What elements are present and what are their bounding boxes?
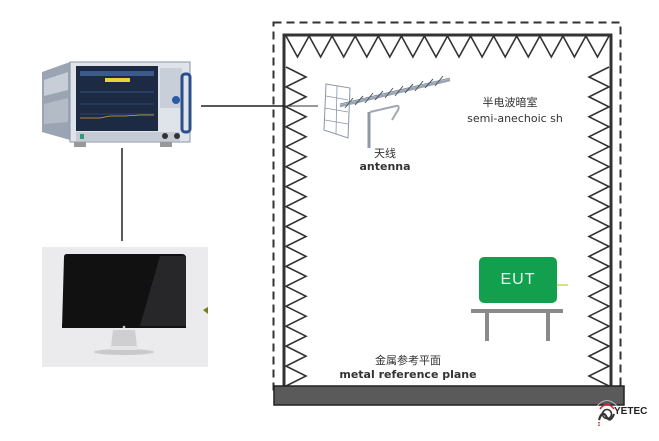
antenna-label-en: antenna xyxy=(359,160,411,173)
yetec-logo-icon xyxy=(596,400,618,426)
spectrum-analyzer-icon xyxy=(42,61,192,147)
metal-reference-plane xyxy=(273,385,625,406)
ground-plane-label-cn: 金属参考平面 xyxy=(375,354,441,367)
antenna-icon xyxy=(323,75,451,148)
shield-dashed-outline xyxy=(272,21,622,394)
right-absorber-cones xyxy=(587,66,611,387)
top-absorber-zigzag xyxy=(285,34,610,59)
computer-monitor-icon xyxy=(42,247,208,367)
antenna-label-cn: 天线 xyxy=(374,147,396,160)
left-absorber-cones xyxy=(284,66,308,387)
left-absorber-zigzag xyxy=(284,66,308,387)
eut-table xyxy=(471,309,563,341)
chamber-label-cn: 半电波暗室 xyxy=(482,96,538,109)
logo-text: YETEC xyxy=(614,406,648,417)
ground-plane-label-en: metal reference plane xyxy=(339,368,477,381)
right-absorber-zigzag xyxy=(587,66,611,387)
eut-box: EUT xyxy=(479,257,557,303)
top-absorber-cones xyxy=(285,34,610,59)
eut-label: EUT xyxy=(500,271,536,288)
chamber-label-en: semi-anechoic sh xyxy=(467,112,563,125)
chamber-wall xyxy=(282,33,613,386)
